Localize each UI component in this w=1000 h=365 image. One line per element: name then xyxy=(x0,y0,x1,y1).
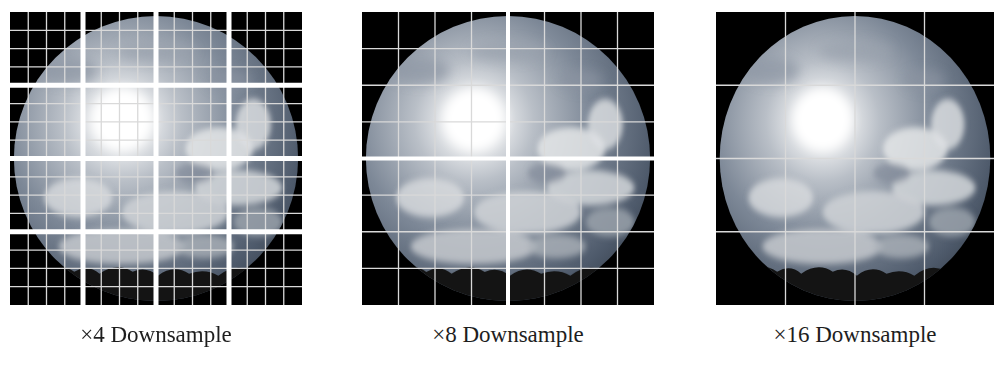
panel-caption: ×8 Downsample xyxy=(432,321,584,349)
grid-line xyxy=(716,231,994,232)
sky-image xyxy=(716,12,994,305)
grid-line xyxy=(362,158,654,159)
block-gap xyxy=(10,156,302,161)
grid-line xyxy=(10,231,302,232)
grid-line xyxy=(10,85,302,86)
block-gap xyxy=(362,157,654,161)
sky-image xyxy=(362,12,654,305)
sky-image xyxy=(10,12,302,305)
grid-overlay xyxy=(716,12,994,305)
panel-caption: ×4 Downsample xyxy=(80,321,232,349)
grid-line xyxy=(716,158,994,159)
grid-line xyxy=(716,85,994,86)
block-gap xyxy=(10,83,302,88)
grid-overlay xyxy=(10,12,302,305)
grid-overlay xyxy=(362,12,654,305)
panel-caption: ×16 Downsample xyxy=(773,321,936,349)
block-gap xyxy=(10,229,302,234)
grid-line xyxy=(10,158,302,159)
